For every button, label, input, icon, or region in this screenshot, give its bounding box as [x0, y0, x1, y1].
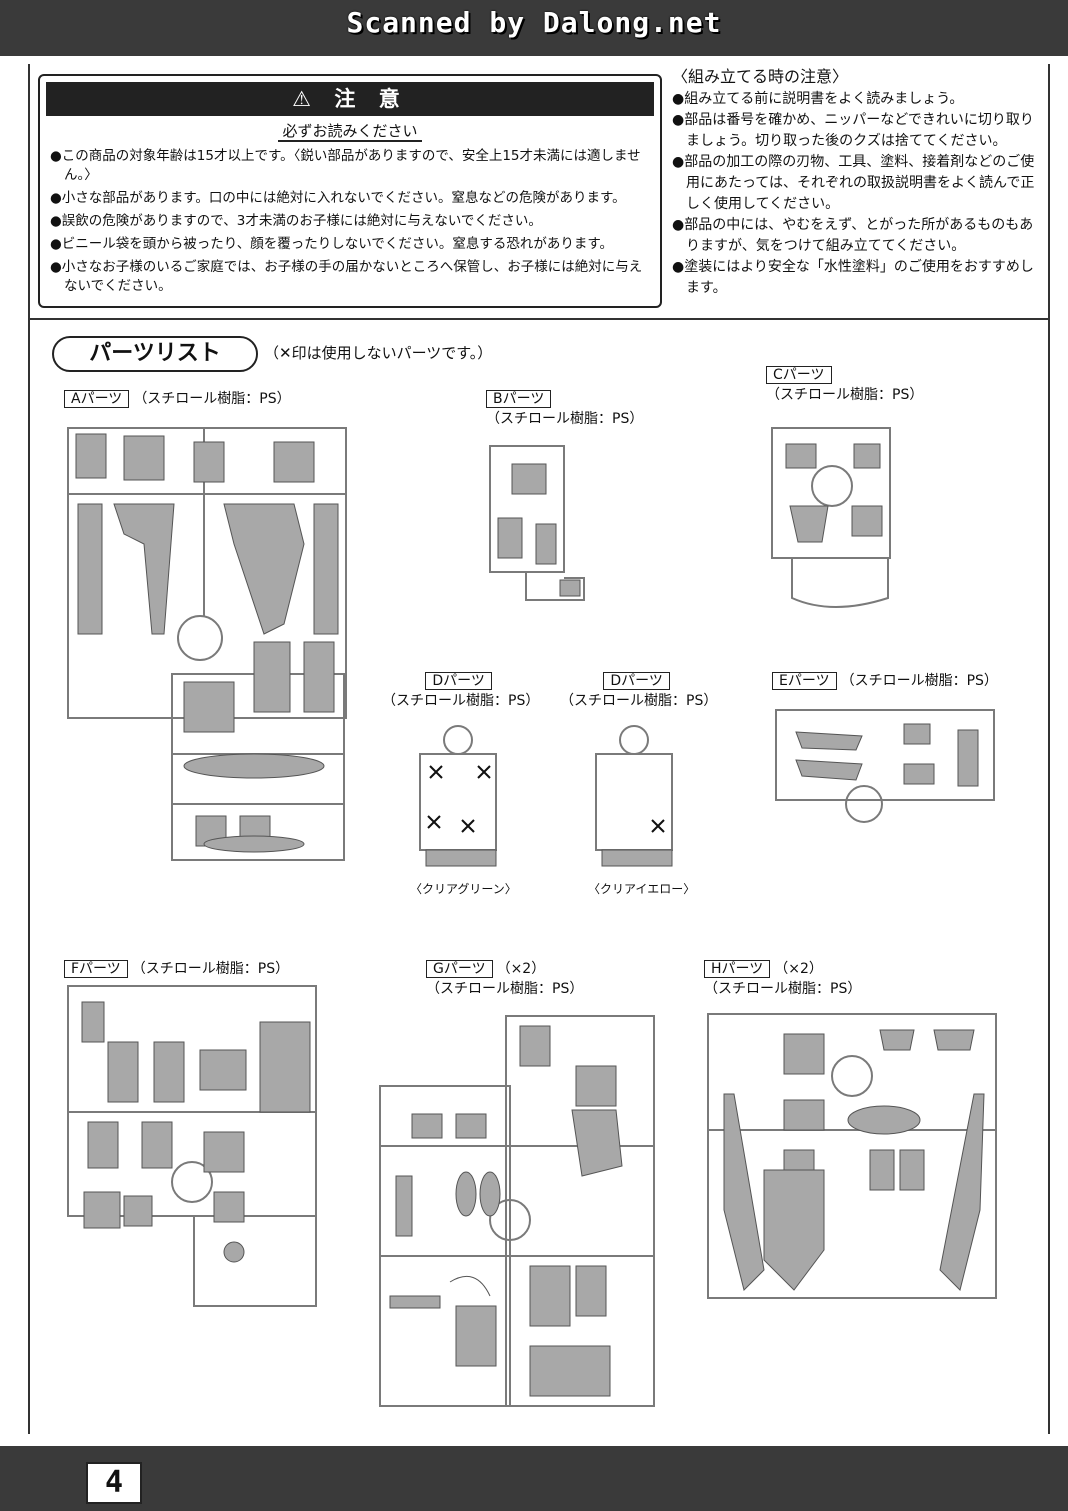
runner-f-material: （スチロール樹脂：PS） — [131, 961, 290, 977]
runner-b-name: Bパーツ — [486, 390, 552, 408]
runner-d2-material: （スチロール樹脂：PS） — [560, 693, 718, 709]
runner-h-material: （スチロール樹脂：PS） — [704, 981, 862, 997]
runner-e-label: Eパーツ（スチロール樹脂：PS） — [772, 670, 998, 690]
runner-f-name: Fパーツ — [64, 960, 128, 978]
top-bar — [0, 0, 1068, 56]
assembly-item: ●組み立てる前に説明書をよく読みましょう。 — [672, 91, 964, 107]
caution-list: ●この商品の対象年齢は15才以上です。〈鋭い部品がありますので、安全上15才未満… — [50, 147, 650, 296]
runner-h-name: Hパーツ — [704, 960, 771, 978]
runner-d1-material: （スチロール樹脂：PS） — [382, 693, 540, 709]
runner-d1-name: Dパーツ — [425, 672, 492, 690]
runner-f-label: Fパーツ（スチロール樹脂：PS） — [64, 958, 289, 978]
runner-a-label: Aパーツ（スチロール樹脂：PS） — [64, 388, 291, 408]
runner-h-label: Hパーツ（×2） （スチロール樹脂：PS） — [704, 958, 861, 998]
runner-a-name: Aパーツ — [64, 390, 130, 408]
runner-c-diagram — [771, 427, 891, 608]
runner-a-diagram — [67, 427, 347, 861]
parts-list-title: パーツリスト — [52, 336, 258, 372]
runner-d1-label: Dパーツ （スチロール樹脂：PS） — [382, 670, 539, 710]
bottom-bar — [0, 1446, 1068, 1511]
caution-item: ●この商品の対象年齢は15才以上です。〈鋭い部品がありますので、安全上15才未満… — [50, 148, 641, 183]
assembly-title: 〈組み立てる時の注意〉 — [672, 67, 849, 86]
runner-b-material: （スチロール樹脂：PS） — [486, 411, 644, 427]
page-number: 4 — [86, 1462, 142, 1504]
runner-d2-name: Dパーツ — [603, 672, 670, 690]
runner-c-material: （スチロール樹脂：PS） — [766, 387, 924, 403]
runner-g-name: Gパーツ — [426, 960, 493, 978]
caution-item: ●小さなお子様のいるご家庭では、お子様の手の届かないところへ保管し、お子様には絶… — [50, 259, 643, 294]
runner-b-diagram — [489, 445, 585, 601]
caution-box: ⚠ 注 意 必ずお読みください ●この商品の対象年齢は15才以上です。〈鋭い部品… — [38, 74, 662, 308]
caution-subtitle: 必ずお読みください — [278, 122, 422, 142]
caution-title: ⚠ 注 意 — [46, 82, 654, 116]
runner-e-material: （スチロール樹脂：PS） — [840, 673, 998, 689]
runner-c-name: Cパーツ — [766, 366, 832, 384]
caution-item: ●小さな部品があります。口の中には絶対に入れないでください。窒息などの危険があり… — [50, 190, 626, 206]
runner-d1-color: 〈クリアグリーン〉 — [410, 882, 517, 896]
assembly-notes: 〈組み立てる時の注意〉 ●組み立てる前に説明書をよく読みましょう。 ●部品は番号… — [672, 66, 1042, 299]
parts-list-note: （✕印は使用しないパーツです。） — [264, 344, 493, 362]
runner-g-label: Gパーツ（×2） （スチロール樹脂：PS） — [426, 958, 583, 998]
assembly-item: ●塗装にはより安全な「水性塗料」のご使用をおすすめします。 — [672, 259, 1034, 296]
caution-item: ●誤飲の危険がありますので、3才未満のお子様には絶対に与えないでください。 — [50, 213, 542, 229]
runner-g-material: （スチロール樹脂：PS） — [426, 981, 584, 997]
section-divider — [28, 318, 1048, 320]
runner-g-count: （×2） — [496, 961, 546, 977]
runner-a-material: （スチロール樹脂：PS） — [133, 391, 291, 407]
runner-f-diagram — [67, 985, 317, 1307]
assembly-item: ●部品は番号を確かめ、ニッパーなどできれいに切り取りましょう。切り取った後のクズ… — [672, 112, 1034, 149]
assembly-list: ●組み立てる前に説明書をよく読みましょう。 ●部品は番号を確かめ、ニッパーなどで… — [672, 89, 1042, 299]
runner-d2-diagram — [595, 725, 673, 867]
runner-d2-label: Dパーツ （スチロール樹脂：PS） — [560, 670, 717, 710]
runner-c-label: Cパーツ （スチロール樹脂：PS） — [766, 364, 923, 404]
scan-credit: Scanned by Dalong.net — [346, 6, 722, 39]
runner-h-diagram — [707, 1013, 997, 1299]
caution-item: ●ビニール袋を頭から被ったり、顔を覆ったりしないでください。窒息する恐れがありま… — [50, 236, 613, 252]
runner-e-diagram — [775, 709, 995, 823]
runner-d2-color: 〈クリアイエロー〉 — [588, 882, 696, 896]
runner-e-name: Eパーツ — [772, 672, 837, 690]
runner-g-diagram — [379, 1015, 655, 1407]
runner-b-label: Bパーツ （スチロール樹脂：PS） — [486, 388, 643, 428]
assembly-item: ●部品の中には、やむをえず、とがった所があるものもありますが、気をつけて組み立て… — [672, 217, 1034, 254]
runner-h-count: （×2） — [774, 961, 823, 977]
page-frame — [28, 64, 1050, 1434]
assembly-item: ●部品の加工の際の刃物、工具、塗料、接着剤などのご使用にあたっては、それぞれの取… — [672, 154, 1035, 212]
runner-d1-diagram — [419, 725, 497, 867]
